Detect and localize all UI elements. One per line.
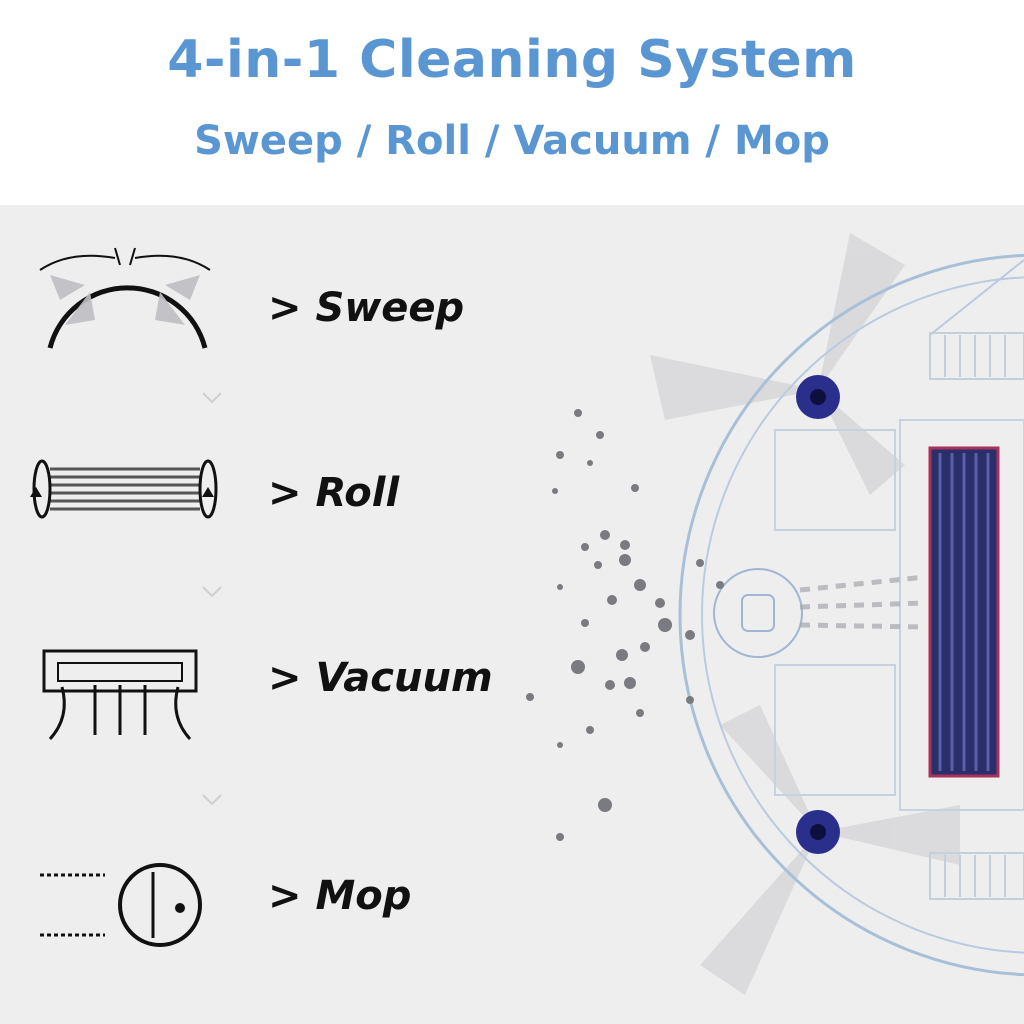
page-subtitle: Sweep / Roll / Vacuum / Mop <box>194 118 830 164</box>
robot-vacuum-illustration <box>202 233 1024 995</box>
page-title: 4-in-1 Cleaning System <box>167 30 857 90</box>
roller-brush-icon <box>30 459 218 519</box>
illustration-panel: > Sweep > Roll > Vacuum > Mop <box>0 205 1024 1024</box>
mop-robot-icon <box>40 863 202 947</box>
vacuum-suction-icon <box>42 649 198 741</box>
header: 4-in-1 Cleaning System Sweep / Roll / Va… <box>0 0 1024 205</box>
feature-label-mop: > Mop <box>268 873 412 919</box>
feature-label-sweep: > Sweep <box>268 285 465 331</box>
feature-label-roll: > Roll <box>268 470 400 516</box>
sweep-brush-icon <box>39 247 211 349</box>
feature-label-vacuum: > Vacuum <box>268 655 493 701</box>
